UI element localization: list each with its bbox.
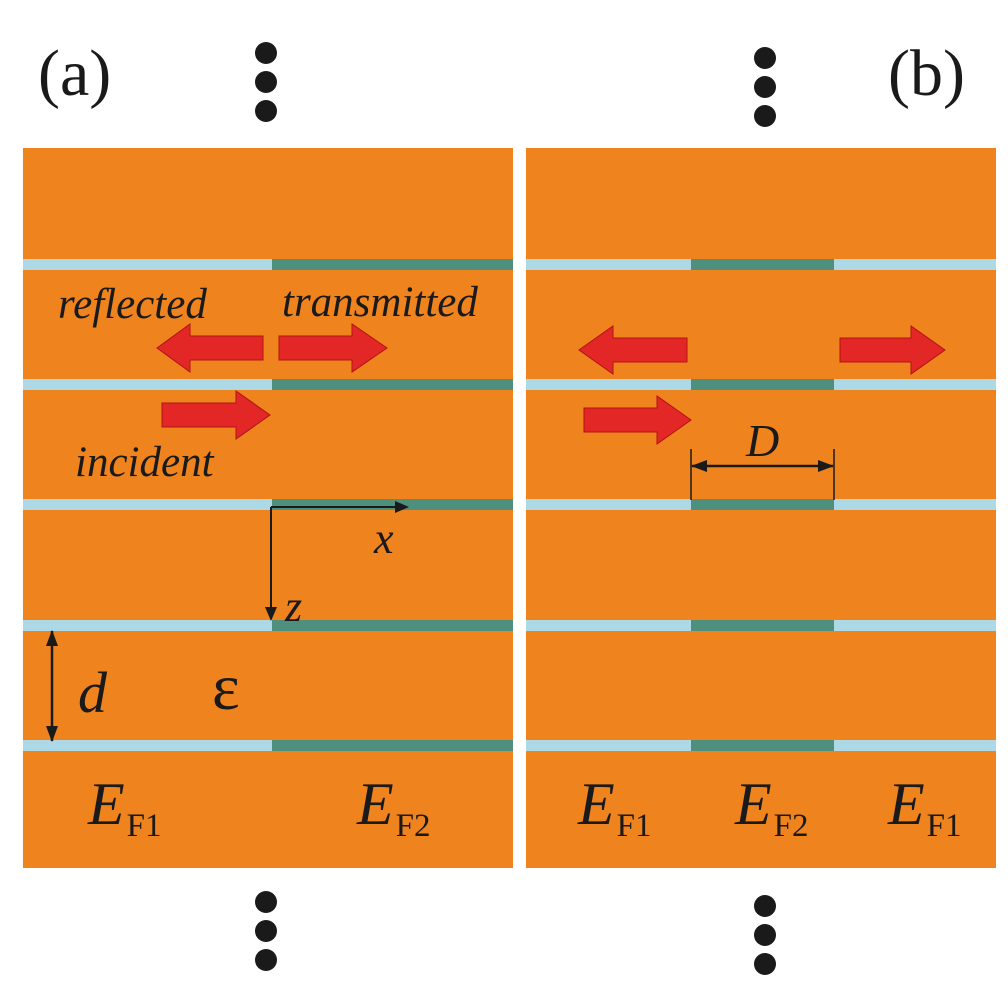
transmitted-label: transmitted [282,279,478,326]
continuation-dots-bottom-b [754,895,776,975]
thickness-label: d [78,660,108,725]
fermi-level-left-b: EF1 [577,771,652,844]
reflected-arrow [156,323,264,373]
z-axis-label: z [284,582,302,631]
continuation-dots-top-b [754,47,776,127]
fermi-level-right-a: EF2 [356,771,431,844]
panel-a: reflected transmitted incident x z d ε E… [23,148,513,868]
reflected-label: reflected [58,281,207,328]
panel-label-a: (a) [38,37,111,110]
panel-label-b: (b) [888,37,965,110]
incident-label: incident [75,439,215,486]
fermi-level-right-b: EF1 [887,771,962,844]
graphene-layers-a [23,259,513,751]
strip-width-label: D [745,415,779,466]
incident-arrow-b [583,395,692,445]
x-axis-label: x [373,514,394,563]
incident-arrow [161,390,271,440]
panel-b: D EF1 EF2 EF1 [526,148,996,868]
transmitted-arrow [278,323,388,373]
fermi-level-left-a: EF1 [87,771,162,844]
continuation-dots-top-a [255,42,277,122]
fermi-level-center-b: EF2 [734,771,809,844]
permittivity-symbol: ε [212,651,240,724]
graphene-layers-b [526,259,996,751]
reflected-arrow-b [578,325,688,375]
continuation-dots-bottom-a [255,891,277,971]
transmitted-arrow-b [839,325,946,375]
